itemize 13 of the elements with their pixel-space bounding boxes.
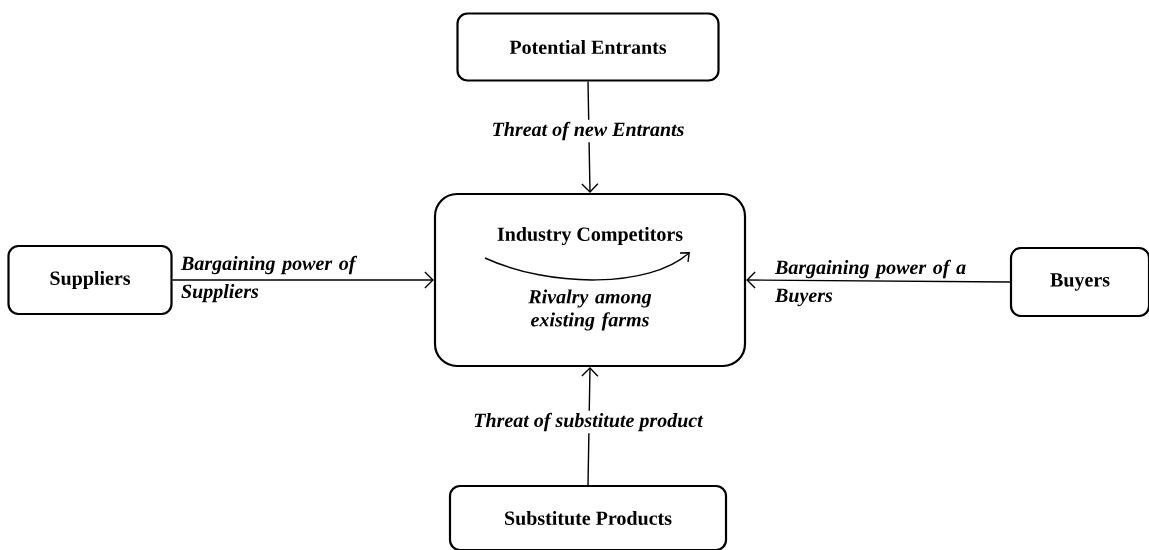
rounded-box: Suppliers [7,244,173,316]
edge-label: Bargaining power of a Buyers [774,259,966,307]
arrow [171,271,434,289]
edge-label: Bargaining power of Suppliers [180,255,358,303]
rounded-box [433,192,747,368]
edge-label: Threat of substitute product [471,410,705,434]
edge-label: Threat of new Entrants [489,119,687,143]
body-text: Rivalry among existing farms [528,289,652,331]
rounded-box: Substitute Products [448,484,728,550]
rounded-box: Potential Entrants [456,12,720,82]
heading: Industry Competitors [497,226,683,246]
rounded-box: Buyers [1009,246,1149,318]
arrow [746,271,1011,289]
